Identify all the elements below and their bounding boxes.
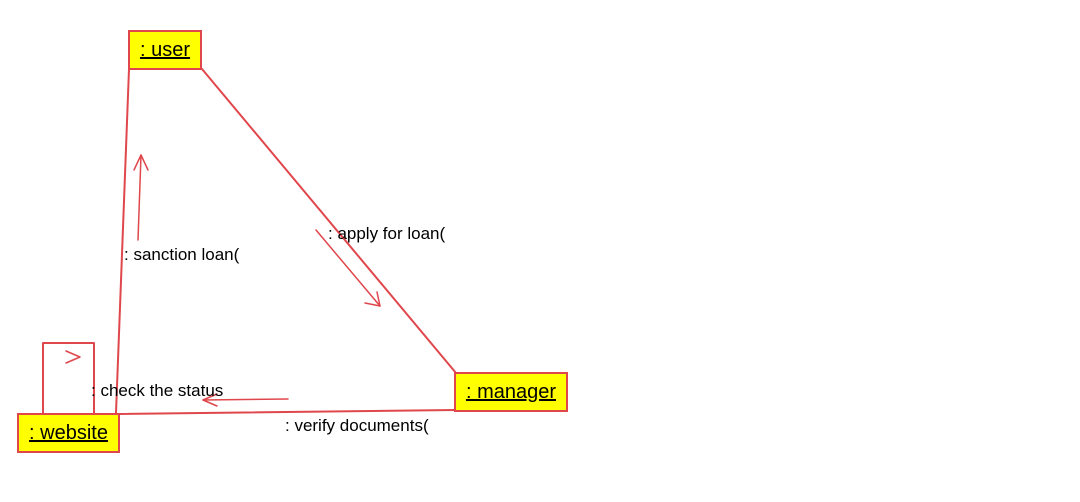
self-link-website [42, 342, 95, 414]
arrow-sanction-loan-head [133, 154, 149, 171]
message-sanction-loan: : sanction loan( [124, 245, 240, 264]
object-manager: : manager [454, 372, 568, 412]
object-website: : website [17, 413, 120, 453]
arrow-apply-for-loan-shaft [315, 229, 381, 307]
object-website-label: : website [29, 421, 108, 444]
arrow-sanction-loan-shaft [137, 154, 142, 241]
arrow-verify-documents-head [202, 393, 218, 407]
message-check-the-status: : check the status [91, 381, 224, 400]
message-apply-for-loan: : apply for loan( [328, 224, 446, 243]
arrow-check-the-status-head [65, 350, 81, 364]
message-verify-documents: : verify documents( [285, 416, 429, 435]
arrow-verify-documents-shaft [202, 398, 289, 401]
link-website-manager [118, 409, 457, 415]
object-manager-label: : manager [465, 380, 557, 403]
object-user: : user [128, 30, 202, 70]
arrow-apply-for-loan-head [364, 291, 381, 307]
link-user-website [115, 68, 130, 414]
link-user-manager [201, 68, 457, 374]
object-user-label: : user [139, 38, 191, 61]
